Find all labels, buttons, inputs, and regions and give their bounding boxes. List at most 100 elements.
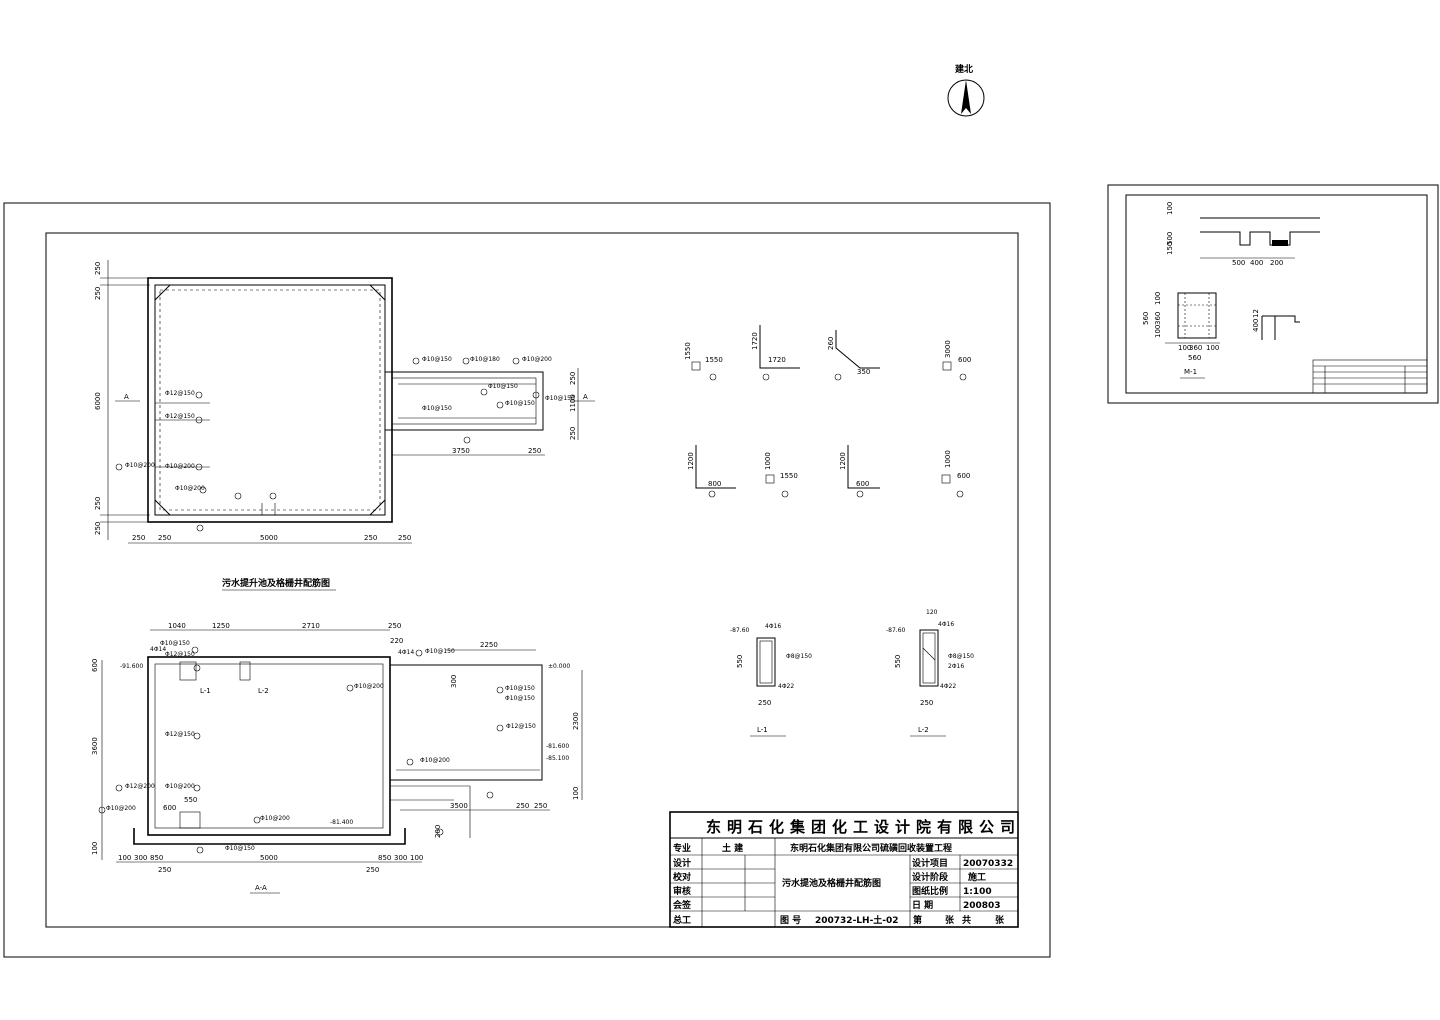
svg-text:500: 500 (1166, 232, 1174, 245)
field-value: 20070332 (963, 859, 1013, 869)
section-dim: 250 (366, 866, 379, 874)
svg-text:100: 100 (1206, 344, 1219, 352)
svg-text:250: 250 (758, 699, 771, 707)
section-dim: 2250 (480, 641, 498, 649)
rebar-label: Φ10@200 (106, 805, 136, 812)
section-dim: 5000 (260, 854, 278, 862)
drawing-name: 污水提池及格栅井配筋图 (782, 877, 881, 889)
svg-text:1720: 1720 (751, 332, 759, 350)
rebar-label: Φ10@150 (505, 695, 535, 702)
field-value: 200803 (963, 901, 1001, 911)
svg-text:600: 600 (856, 480, 869, 488)
section-dim: 250 (516, 802, 529, 810)
svg-text:100: 100 (1166, 202, 1174, 215)
rebar-label: Φ10@200 (165, 463, 195, 470)
rebar-label: 4Φ14 (398, 649, 414, 656)
rebar-label: Φ10@150 (160, 640, 190, 647)
company-name: 东明石化集团化工设计院有限公司 (706, 818, 1021, 836)
plan-dim: 250 (94, 262, 102, 275)
plan-dim: 250 (398, 534, 411, 542)
field-value: 施工 (968, 871, 986, 883)
bar-schedule: 1550 1550 1720 1720 260 350 3000 600 120… (684, 325, 971, 498)
section-title: A-A (255, 884, 267, 892)
svg-text:360: 360 (1189, 344, 1202, 352)
rebar-label: 4Φ14 (150, 646, 166, 653)
drawing-no: 200732-LH-土-02 (815, 914, 899, 926)
section-dim: 2710 (302, 622, 320, 630)
field-key: 图纸比例 (912, 885, 948, 897)
section-dim: 3500 (450, 802, 468, 810)
section-dim: 250 (158, 866, 171, 874)
rebar-label: Φ10@200 (420, 757, 450, 764)
beam-l1: -87.60 4Φ16 Φ8@150 4Φ22 550 250 L-1 (730, 623, 812, 737)
plan-title: 污水提升池及格栅井配筋图 (222, 577, 330, 589)
svg-text:4Φ16: 4Φ16 (765, 623, 781, 630)
plan-dim: 250 (364, 534, 377, 542)
svg-text:100: 100 (1178, 344, 1191, 352)
field-value: 1:100 (963, 887, 992, 897)
svg-text:1200: 1200 (839, 452, 847, 470)
svg-text:550: 550 (736, 655, 744, 668)
section-dim: 100 (572, 787, 580, 800)
detail-sheet: 500 400 200 100 500 150 100 360 100 560 … (1107, 184, 1439, 404)
svg-text:1550: 1550 (780, 472, 798, 480)
bar-shape: 1000 1550 (764, 452, 798, 498)
rebar-label: Φ12@150 (165, 651, 195, 658)
beam-name: L-2 (918, 726, 929, 734)
plan-dim: 6000 (94, 392, 102, 410)
svg-text:1000: 1000 (764, 452, 772, 470)
section-dim: 600 (163, 804, 176, 812)
bar-shape: 1000 600 (941, 450, 970, 498)
level-label: -81.600 (546, 743, 569, 750)
section-dim: 1040 (168, 622, 186, 630)
level-label: ±0.000 (548, 663, 570, 670)
drawing-frame (45, 232, 1019, 928)
role-label: 设计 (673, 857, 691, 869)
section-dim: 2300 (572, 712, 580, 730)
svg-text:200: 200 (1270, 259, 1283, 267)
north-arrow: 建北 (947, 63, 985, 117)
svg-text:250: 250 (920, 699, 933, 707)
bar-shape: 1720 1720 (751, 325, 800, 381)
bar-shape: 1200 800 (687, 445, 736, 498)
svg-text:560: 560 (1188, 354, 1201, 362)
detail-label: M-1 (1184, 368, 1197, 376)
role-label: 校对 (673, 871, 691, 883)
north-label: 建北 (955, 63, 973, 75)
svg-text:1720: 1720 (768, 356, 786, 364)
svg-text:-87.60: -87.60 (886, 627, 906, 634)
plan-dim: 250 (158, 534, 171, 542)
rebar-label: Φ10@150 (422, 356, 452, 363)
rebar-label: Φ10@200 (175, 485, 205, 492)
svg-text:800: 800 (708, 480, 721, 488)
section-dim: 300 (450, 675, 458, 688)
rebar-label: Φ10@200 (165, 783, 195, 790)
svg-text:张: 张 (945, 914, 955, 926)
section-dim: 550 (184, 796, 197, 804)
rebar-label: Φ10@150 (545, 395, 575, 402)
section-dim: 1250 (212, 622, 230, 630)
svg-text:4Φ16: 4Φ16 (938, 621, 954, 628)
plan-dim: 250 (569, 372, 577, 385)
svg-text:1550: 1550 (684, 342, 692, 360)
field-key: 日 期 (912, 899, 933, 911)
bar-shape: 1200 600 (839, 445, 880, 498)
plan-dim: 1100 (569, 394, 577, 412)
specialty-value: 土 建 (722, 842, 744, 854)
section-dim: 850 (378, 854, 391, 862)
rebar-label: Φ10@150 (422, 405, 452, 412)
svg-text:400: 400 (1252, 319, 1260, 332)
section-dim: 300 (394, 854, 407, 862)
plan-dim: 3750 (452, 447, 470, 455)
role-label: 会签 (673, 899, 692, 911)
rebar-label: Φ12@150 (165, 413, 195, 420)
rebar-label: Φ12@200 (125, 783, 155, 790)
drawing-no-label: 图 号 (780, 915, 801, 926)
svg-text:120: 120 (926, 609, 938, 616)
svg-text:600: 600 (957, 472, 970, 480)
section-dim: 100 (118, 854, 131, 862)
section-dim: 3600 (91, 737, 99, 755)
section-dim: 100 (410, 854, 423, 862)
section-dim: 600 (91, 659, 99, 672)
